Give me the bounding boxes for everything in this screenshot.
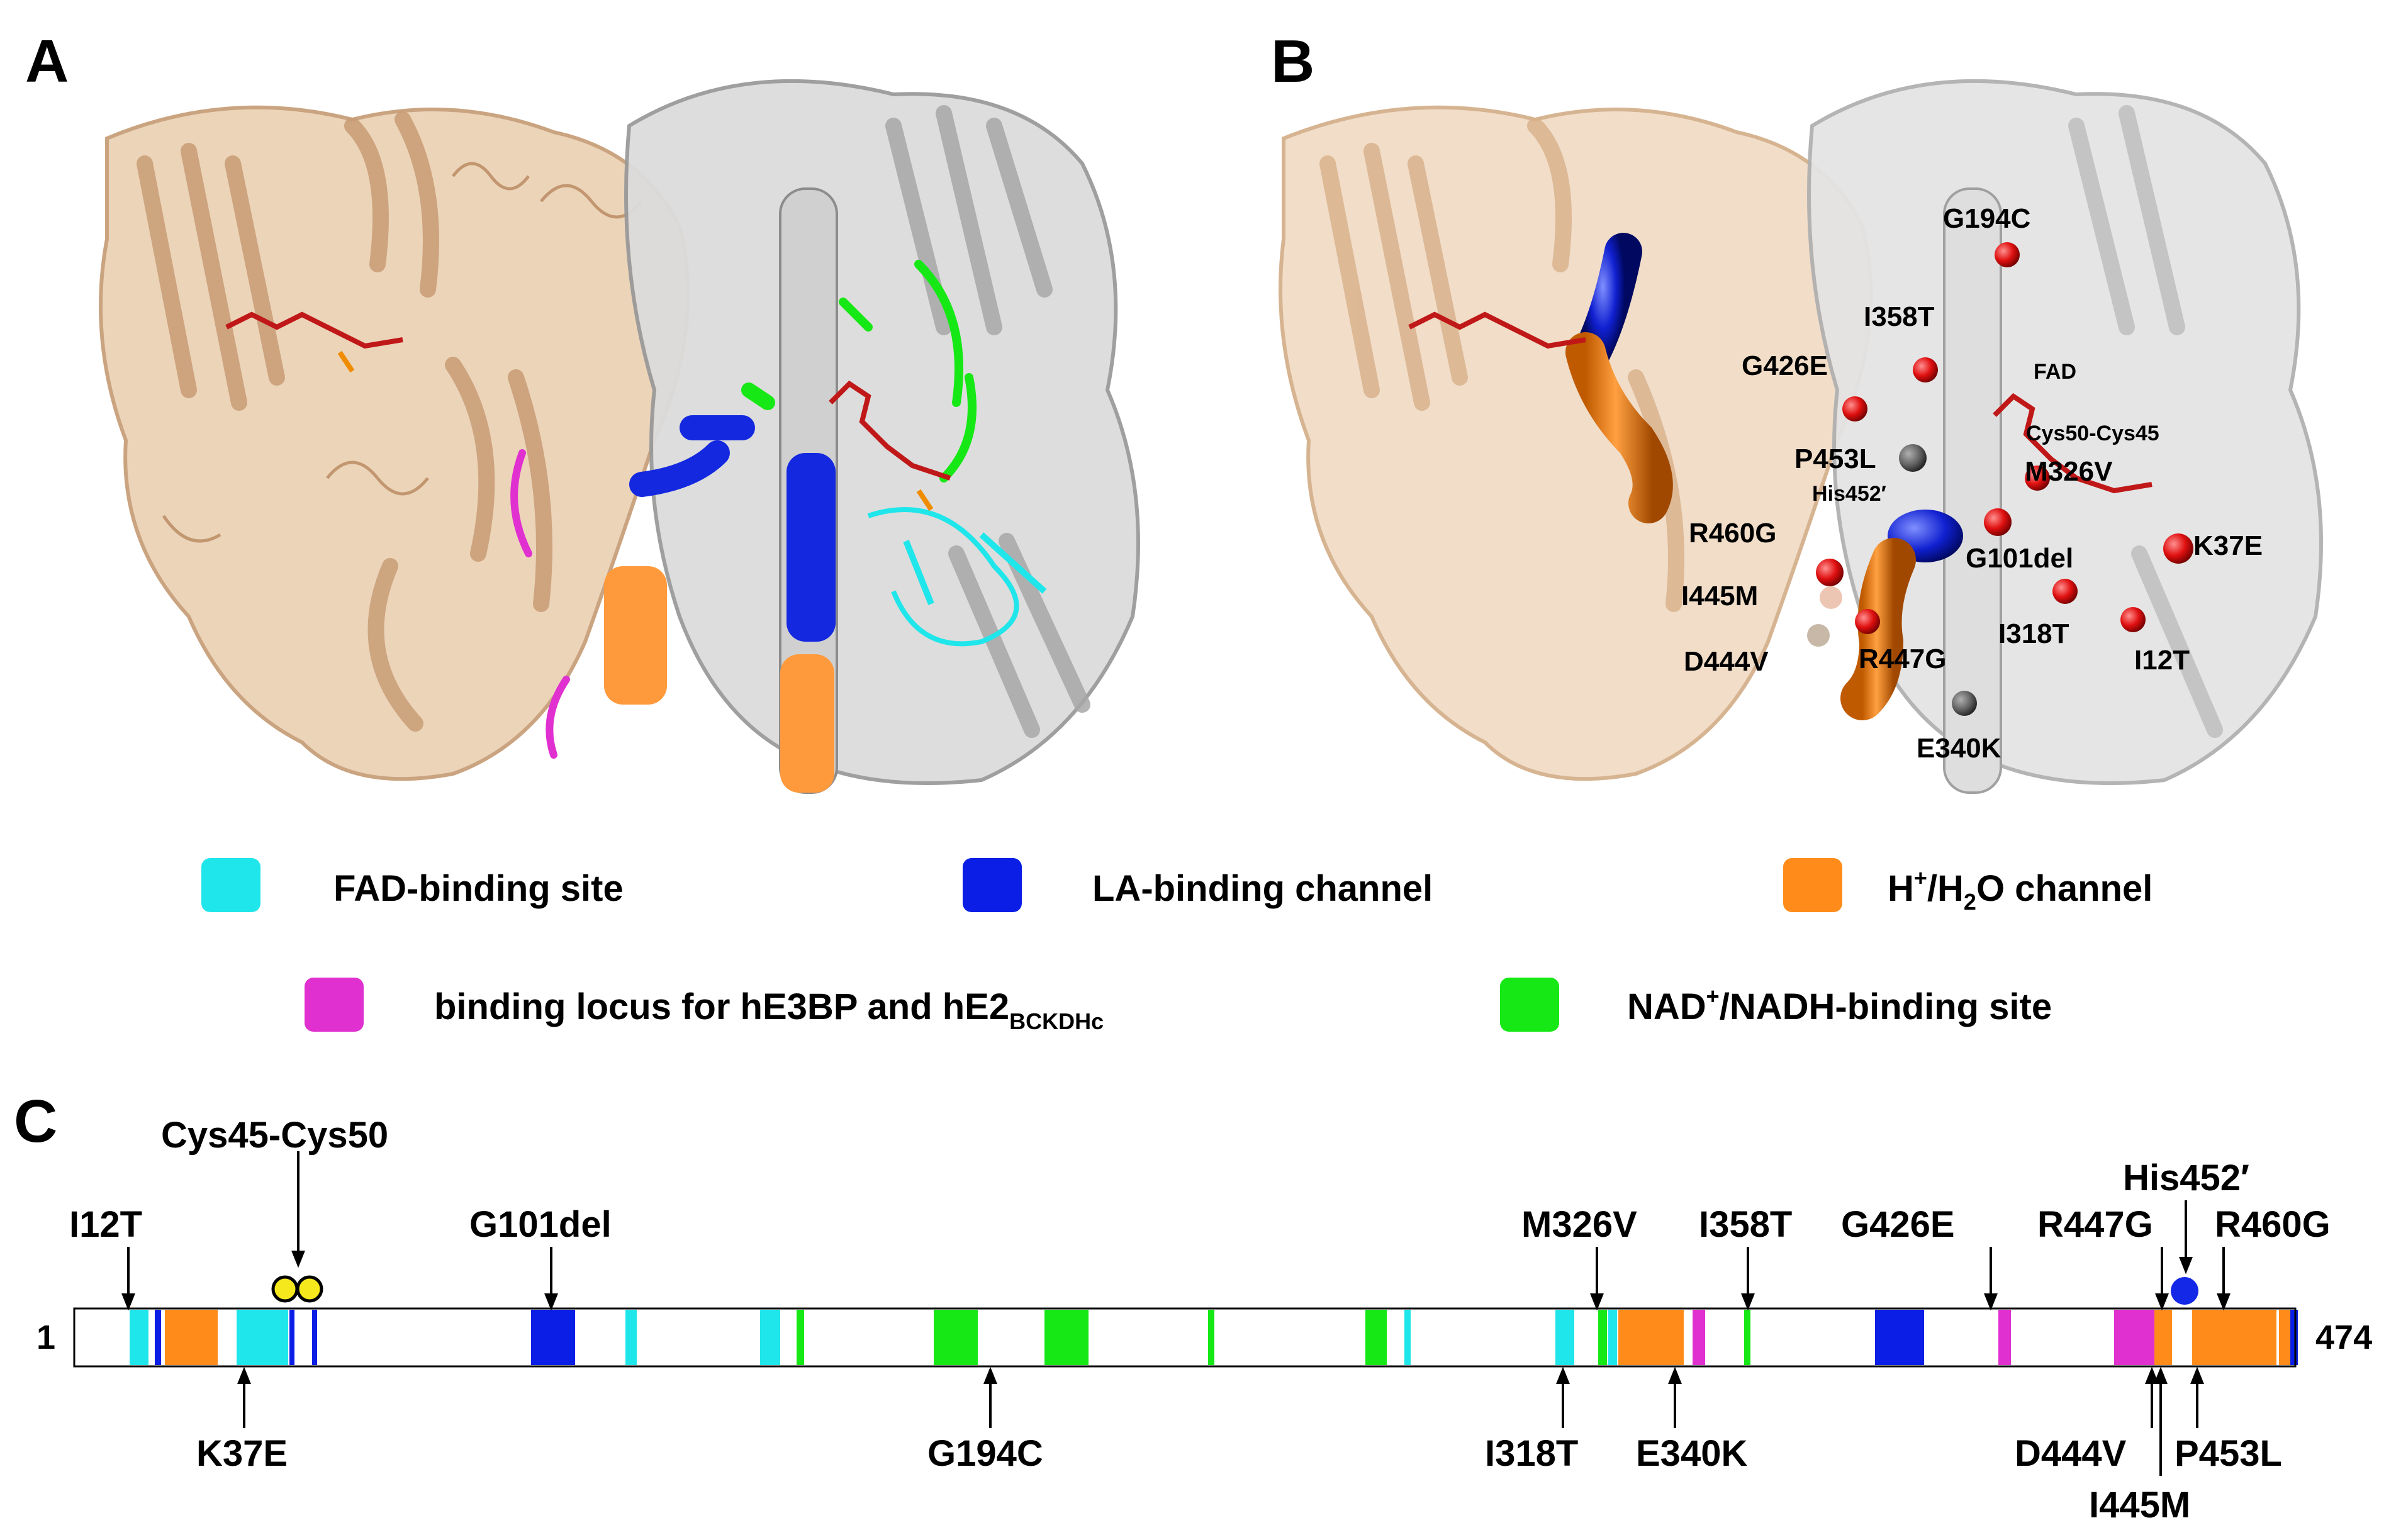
legend-label-fad: FAD-binding site [333,868,624,909]
legend-proton-mid: /H [1927,868,1964,909]
legend-proton-h: H [1888,868,1914,909]
legend-label-la: LA-binding channel [1092,868,1433,909]
legend-swatch-he3bp [305,978,364,1032]
sequence-end-label: 474 [2315,1319,2372,1356]
label-b-i445m: I445M [1681,581,1758,611]
sequence-segments [130,1310,2298,1365]
panel-letter-a: A [25,28,69,95]
cys50-marker-icon [296,1275,323,1303]
legend-nad-post: /NADH-binding site [1720,986,2052,1027]
label-b-g426e: G426E [1742,350,1828,381]
legend-nad-pre: NAD [1627,986,1706,1027]
label-c-p453l: P453L [2175,1433,2282,1474]
legend-proton-post: O channel [1976,868,2152,909]
legend: FAD-binding site LA-binding channel H+/H… [201,858,2152,1034]
sequence-bar-outline [73,1307,2297,1368]
label-b-r447g: R447G [1859,644,1946,674]
label-b-p453l: P453L [1794,444,1876,474]
label-b-i358t: I358T [1864,301,1935,332]
panel-b-structure [1279,79,2323,794]
legend-proton-sup: + [1914,865,1927,891]
his452-marker-icon [2171,1277,2198,1305]
label-b-g194c: G194C [1943,203,2030,234]
legend-proton-sub: 2 [1964,889,1976,915]
legend-nad-sup: + [1706,983,1720,1009]
legend-label-nad: NAD+/NADH-binding site [1627,983,2052,1027]
label-b-m326v: M326V [2025,456,2113,487]
label-b-e340k: E340K [1917,733,2001,764]
label-c-r447g: R447G [2037,1204,2153,1245]
label-c-k37e: K37E [196,1433,288,1474]
label-c-m326v: M326V [1521,1204,1637,1245]
panel-b-labels: G194C I358T G426E FAD Cys50-Cys45 P453L … [1681,203,2263,764]
legend-he3bp-sub: BCKDHc [1009,1008,1104,1034]
legend-label-he3bp: binding locus for hE3BP and hE2BCKDHc [434,986,1104,1034]
label-b-d444v: D444V [1684,646,1769,677]
label-b-k37e: K37E [2193,530,2263,561]
label-c-i445m: I445M [2089,1485,2190,1526]
panel-a-structure [99,79,1140,794]
sequence-map: 1 474 [36,1115,2372,1526]
label-c-r460g: R460G [2215,1204,2331,1245]
label-b-i318t: I318T [1998,618,2069,649]
label-c-e340k: E340K [1636,1433,1747,1474]
label-b-his452p: His452′ [1812,482,1886,506]
legend-he3bp-main: binding locus for hE3BP and hE2 [434,986,1009,1027]
legend-label-proton: H+/H2O channel [1888,865,2152,915]
label-b-g101del: G101del [1966,543,2073,574]
label-b-i12t: I12T [2134,645,2190,676]
legend-swatch-la [963,858,1022,912]
label-c-i318t: I318T [1485,1433,1578,1474]
label-b-fad: FAD [2034,360,2076,384]
panel-letter-b: B [1271,28,1314,95]
label-c-his452p: His452′ [2123,1158,2249,1198]
label-c-cys45-cys50: Cys45-Cys50 [161,1115,388,1156]
legend-swatch-fad [201,858,260,912]
label-c-g101del: G101del [469,1204,612,1245]
label-c-g426e: G426E [1841,1204,1955,1245]
legend-swatch-proton [1783,858,1842,912]
label-c-i358t: I358T [1699,1204,1792,1245]
sequence-start-label: 1 [36,1319,55,1356]
legend-swatch-nad [1500,978,1559,1032]
panel-letter-c: C [14,1088,57,1155]
label-c-g194c: G194C [927,1433,1043,1474]
cys45-marker-icon [271,1275,299,1303]
label-c-i12t: I12T [69,1204,142,1245]
label-b-r460g: R460G [1689,518,1776,549]
label-c-d444v: D444V [2015,1433,2127,1474]
label-b-cys50-cys45: Cys50-Cys45 [2026,421,2159,445]
